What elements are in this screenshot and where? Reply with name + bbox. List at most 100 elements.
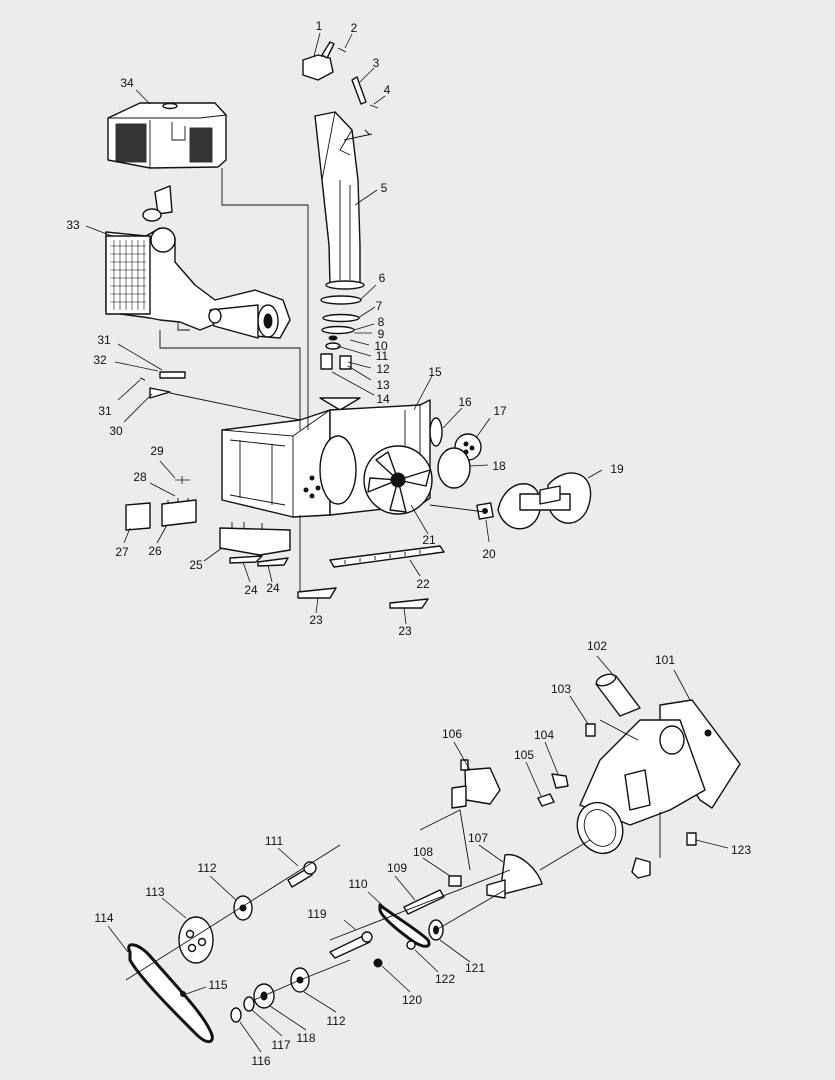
callout-113: 113 [145,885,164,899]
callout-24-left: 24 [244,583,258,597]
callout-28: 28 [133,470,147,484]
callout-101: 101 [655,653,675,667]
callout-14: 14 [376,392,390,406]
callout-119: 119 [307,907,326,921]
callout-13: 13 [376,378,390,392]
callout-32: 32 [93,353,107,367]
part-109-shaft [403,889,445,915]
part-2-pin [337,47,347,53]
part-112-hub-upper [233,895,253,921]
callout-6: 6 [379,271,386,285]
part-119-bolt [329,931,373,959]
callout-111: 111 [265,834,284,848]
part-1-chute-handle [302,41,335,81]
part-115-pin [180,991,186,997]
part-3-rod [351,76,367,105]
parts-16-18 [429,417,482,489]
part-110-belt [378,903,431,948]
callout-25: 25 [189,558,203,572]
callout-11: 11 [376,349,389,363]
leader-lines [85,32,729,1053]
callout-10: 10 [374,339,388,353]
callout-104: 104 [534,728,554,742]
callout-5: 5 [381,181,388,195]
part-5-discharge-chute [314,111,365,290]
part-23-skid-left [297,587,337,599]
callout-8: 8 [378,315,385,329]
callout-21: 21 [422,533,436,547]
callout-114: 114 [94,911,113,925]
callout-102: 102 [587,639,607,653]
part-19-auger [497,472,592,530]
callout-122: 122 [435,972,455,986]
part-20-bearing [476,502,494,520]
callout-16: 16 [458,395,472,409]
part-107-cone [486,854,543,899]
callout-20: 20 [482,547,496,561]
callout-31-upper: 31 [97,333,111,347]
callout-1: 1 [316,19,323,33]
callout-116: 116 [251,1054,270,1068]
callout-112-upper: 112 [197,861,216,875]
part-113-pulley [178,916,214,964]
parts-30-32 [139,371,186,399]
callout-12: 12 [376,362,390,376]
part-27-plate [125,502,151,531]
callout-labels: 1 2 3 4 5 6 7 8 9 10 11 12 13 14 15 16 1… [66,19,751,1068]
callout-19: 19 [610,462,624,476]
callout-107: 107 [468,831,488,845]
callout-103: 103 [551,682,571,696]
callout-27: 27 [115,545,129,559]
part-29-pin [175,476,190,484]
callout-118: 118 [296,1031,315,1045]
part-117-washer [243,996,255,1012]
callout-2: 2 [351,21,358,35]
part-22-scraper-bar [329,545,445,568]
callout-120: 120 [402,993,422,1007]
part-122-washer [406,940,416,950]
part-25-housing [219,522,291,556]
callout-115: 115 [208,978,227,992]
callout-24-right: 24 [266,581,280,595]
callout-3: 3 [373,56,380,70]
callout-30: 30 [109,424,123,438]
part-21-impeller [363,445,433,515]
callout-106: 106 [442,727,462,741]
callout-22: 22 [416,577,430,591]
part-114-belt [127,943,214,1044]
part-123-bushing [686,832,697,846]
callout-123: 123 [731,843,751,857]
callout-109: 109 [387,861,407,875]
chute-rings-6-14 [320,295,362,370]
part-105-clip [537,793,555,807]
part-101-gear-housing [576,699,741,879]
part-104-clip [551,773,569,789]
part-102-sleeve [595,673,641,717]
callout-15: 15 [428,365,442,379]
callout-26: 26 [148,544,162,558]
callout-9: 9 [378,327,385,341]
part-23-skid-right [389,598,429,609]
part-116-washer [230,1007,242,1023]
part-34-engine-cover [107,102,227,169]
part-120-washer [373,958,383,968]
assembly-guide-lines [125,129,661,1001]
part-111-bolt [287,861,317,888]
callout-34: 34 [120,76,134,90]
callout-121: 121 [465,961,485,975]
callout-105: 105 [514,748,534,762]
part-4-pin [369,104,379,109]
callout-29: 29 [150,444,164,458]
callout-4: 4 [384,83,391,97]
callout-31-lower: 31 [98,404,112,418]
part-26-control-block [161,498,197,527]
part-108-nut [448,875,462,887]
callout-23-left: 23 [309,613,323,627]
callout-23-right: 23 [398,624,412,638]
callout-112-lower: 112 [326,1014,345,1028]
part-24-skids [229,555,289,567]
callout-7: 7 [376,299,383,313]
part-33-engine [105,185,291,339]
